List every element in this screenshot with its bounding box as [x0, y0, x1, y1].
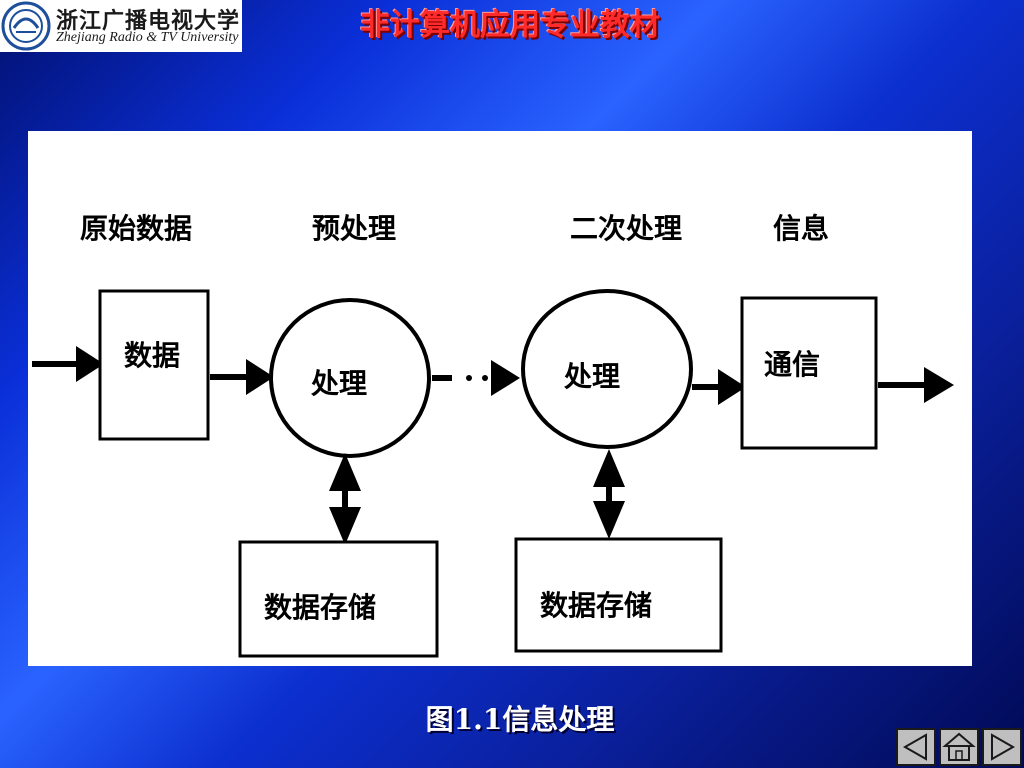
comm-box-label: 通信 — [764, 348, 820, 381]
label-information: 信息 — [773, 212, 829, 245]
storage-box-1: 数据存储 — [238, 540, 439, 658]
label-raw-data: 原始数据 — [80, 212, 192, 245]
arrow-data-to-process — [210, 359, 274, 395]
triangle-right-icon — [991, 733, 1016, 761]
figure-caption: 图1.1信息处理 — [425, 703, 615, 736]
process-1-label: 处理 — [310, 367, 367, 400]
header-title: 非计算机应用专业教材 — [360, 8, 660, 43]
process-circle-2: 处理 — [521, 289, 693, 449]
double-arrow-1 — [329, 453, 361, 545]
double-arrow-2 — [593, 449, 625, 539]
label-preprocess: 预处理 — [312, 212, 396, 245]
next-slide-button[interactable] — [982, 728, 1022, 766]
prev-slide-button[interactable] — [896, 728, 936, 766]
university-logo: 浙江广播电视大学 Zhejiang Radio & TV University — [0, 0, 242, 52]
input-arrow — [32, 346, 104, 382]
ellipsis-connector — [432, 360, 520, 396]
university-emblem-icon — [1, 1, 51, 51]
home-button[interactable] — [939, 728, 979, 766]
data-box-label: 数据 — [124, 339, 180, 372]
label-secondary-process: 二次处理 — [570, 212, 682, 245]
logo-subtitle: Zhejiang Radio & TV University — [56, 30, 239, 45]
triangle-left-icon — [902, 733, 927, 761]
logo-title: 浙江广播电视大学 — [56, 8, 241, 34]
info-processing-diagram: 原始数据 预处理 二次处理 信息 数据 处理 — [32, 212, 954, 658]
process-circle-1: 处理 — [269, 298, 431, 458]
diagram-panel: 原始数据 预处理 二次处理 信息 数据 处理 — [28, 131, 972, 666]
home-icon — [942, 732, 976, 761]
data-box: 数据 — [98, 289, 210, 441]
arrow-process-to-comm — [692, 369, 746, 405]
comm-box: 通信 — [740, 296, 878, 450]
storage-1-label: 数据存储 — [264, 591, 376, 624]
output-arrow — [878, 367, 954, 403]
storage-box-2: 数据存储 — [514, 537, 723, 653]
storage-2-label: 数据存储 — [540, 589, 652, 622]
process-2-label: 处理 — [563, 360, 620, 393]
